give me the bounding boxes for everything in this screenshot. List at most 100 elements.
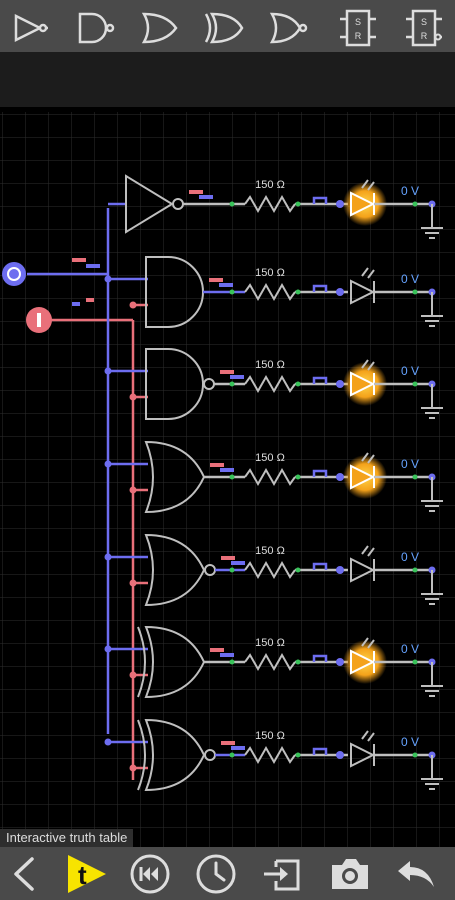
output-state-bar-2 (219, 283, 233, 287)
undo-button[interactable] (394, 853, 438, 895)
node-dot-1 (295, 289, 301, 295)
output-state-bar-1 (189, 190, 203, 194)
current-indicator (312, 376, 328, 384)
node-dot-2 (412, 289, 418, 295)
resistor-label: 150 Ω (255, 545, 285, 557)
not-bubble (172, 198, 184, 210)
gate-bubble (203, 378, 215, 390)
node-dot-1 (295, 659, 301, 665)
node-dot-0 (229, 752, 235, 758)
led-symbol (350, 464, 376, 490)
node-dot-1 (295, 474, 301, 480)
or-gate-symbol (144, 625, 206, 699)
reset-button[interactable] (128, 853, 172, 895)
not-gate-icon (14, 13, 48, 43)
junction-a (104, 367, 112, 375)
node-dot-1 (295, 752, 301, 758)
resistor-label: 150 Ω (255, 179, 285, 191)
ground-symbol (421, 755, 443, 790)
led-symbol (350, 279, 376, 305)
undo-icon (398, 861, 434, 887)
led-anode-dot (336, 380, 344, 388)
latch-alt-r-label: R (421, 31, 428, 41)
nand-gate-tool[interactable] (76, 8, 116, 48)
gate-bubble (204, 749, 216, 761)
resistor-label: 150 Ω (255, 267, 285, 279)
rewind-icon (130, 854, 170, 894)
voltage-label: 0 V (401, 272, 419, 286)
latch-s-label: S (355, 17, 361, 27)
led-symbol (350, 371, 376, 397)
node-dot-0 (229, 474, 235, 480)
ground-symbol (421, 570, 443, 605)
input-b-symbol (37, 313, 41, 327)
led-emission-arrows (361, 359, 375, 371)
export-icon (264, 859, 300, 891)
resistor-symbol (244, 652, 296, 672)
current-indicator (312, 284, 328, 292)
junction-a (104, 645, 112, 653)
led-symbol (350, 557, 376, 583)
led-emission-arrows (361, 179, 375, 191)
junction-a (104, 275, 112, 283)
output-state-bar-1 (220, 370, 234, 374)
camera-button[interactable] (328, 853, 372, 895)
clock-button[interactable] (194, 853, 238, 895)
status-strip (0, 52, 455, 107)
node-dot-2 (412, 659, 418, 665)
input-a-toggle (2, 262, 26, 286)
or-gate-tool[interactable] (140, 8, 180, 48)
xor-gate-tool[interactable] (204, 8, 244, 48)
node-dot-1 (295, 567, 301, 573)
inputs-layer (2, 258, 100, 333)
not-gate-tool[interactable] (12, 8, 52, 48)
gate-row-or: 150 Ω 0 V (104, 440, 443, 514)
output-state-bar-2 (230, 375, 244, 379)
resistor-label: 150 Ω (255, 359, 285, 371)
xor-gate-icon (204, 12, 244, 44)
or-gate-symbol (144, 718, 206, 792)
node-dot-2 (412, 381, 418, 387)
sr-latch-icon: S R (340, 9, 376, 47)
junction-b (129, 764, 137, 772)
gate-toolbar: S R S R (0, 0, 455, 52)
led-emission-arrows (361, 452, 375, 464)
led-anode-dot (336, 658, 344, 666)
junction-a (104, 738, 112, 746)
or-gate-symbol (144, 440, 206, 514)
voltage-label: 0 V (401, 184, 419, 198)
resistor-label: 150 Ω (255, 452, 285, 464)
node-dot-2 (412, 201, 418, 207)
current-indicator (312, 562, 328, 570)
export-button[interactable] (260, 853, 304, 895)
junction-b (129, 671, 137, 679)
latch-r-label: R (355, 31, 362, 41)
back-button[interactable] (2, 853, 46, 895)
led-emission-arrows (361, 637, 375, 649)
camera-icon (332, 859, 368, 889)
truth-table-button[interactable]: t (64, 853, 108, 895)
sr-latch-tool[interactable]: S R (338, 8, 378, 48)
junction-a (104, 553, 112, 561)
led-emission-arrows (361, 545, 375, 557)
nor-gate-icon (269, 12, 308, 44)
resistor-symbol (244, 467, 296, 487)
node-dot-2 (412, 752, 418, 758)
led-anode-dot (336, 473, 344, 481)
ground-symbol (421, 477, 443, 512)
voltage-label: 0 V (401, 457, 419, 471)
node-dot-0 (229, 381, 235, 387)
junction-b (129, 486, 137, 494)
or-gate-symbol (144, 533, 206, 607)
resistor-symbol (244, 560, 296, 580)
node-dot-0 (229, 201, 235, 207)
nor-gate-tool[interactable] (268, 8, 308, 48)
sr-latch-alt-tool[interactable]: S R (404, 8, 444, 48)
output-state-bar-2 (220, 468, 234, 472)
